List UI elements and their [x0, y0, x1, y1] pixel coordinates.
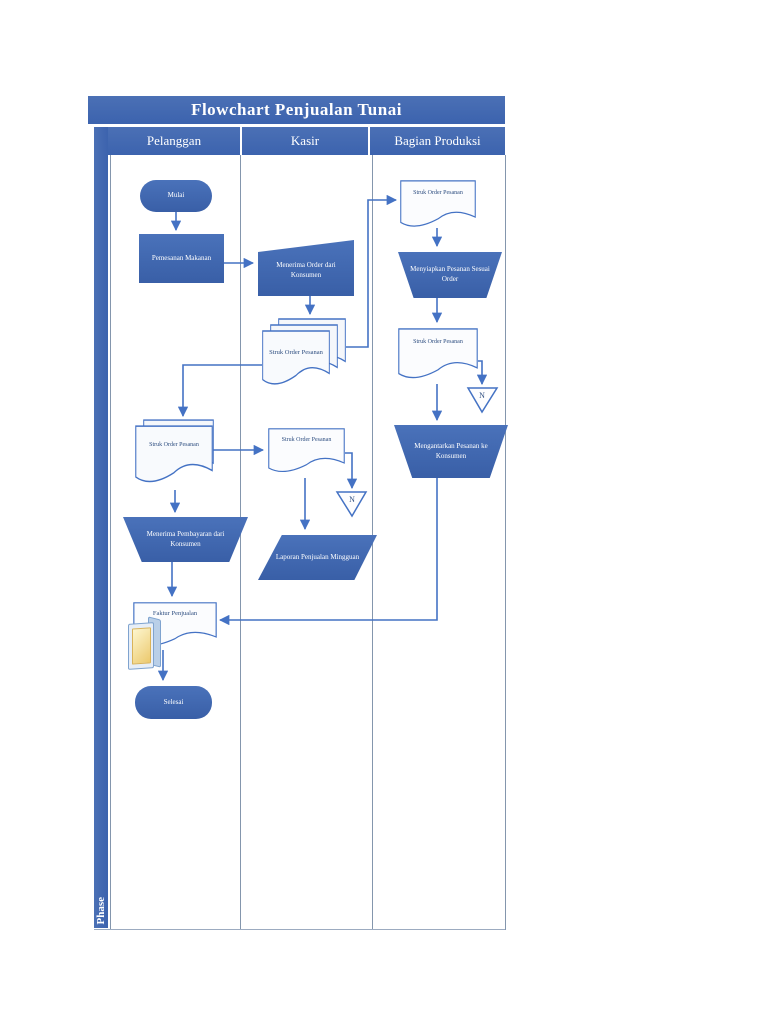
manual-input-menerima-order: Menerima Order dari Konsumen	[258, 240, 354, 296]
menerima-order-label: Menerima Order dari Konsumen	[276, 261, 336, 279]
process-pemesanan-label: Pemesanan Makanan	[151, 253, 212, 262]
archive-triangle-produksi	[466, 387, 499, 414]
menerima-pembayaran-label: Menerima Pembayaran dari Konsumen	[146, 529, 225, 548]
phase-strip: Phase	[94, 127, 108, 928]
terminator-selesai: Selesai	[135, 686, 212, 719]
lane-header-pelanggan: Pelanggan	[108, 127, 240, 155]
document-struk-produksi-in	[400, 180, 476, 227]
io-laporan-penjualan: Laporan Penjualan Mingguan	[258, 535, 377, 580]
terminator-selesai-label: Selesai	[163, 697, 184, 706]
lane-header-bagian-produksi: Bagian Produksi	[370, 127, 505, 155]
invoice-book-icon	[127, 616, 163, 671]
document-struk-kasir	[262, 330, 330, 385]
archive-n-kasir-label: N	[349, 495, 355, 504]
connector-strukkasir2-arsip-n	[345, 452, 358, 490]
document-struk-kasir-2	[268, 428, 345, 473]
mengantarkan-label: Mengantarkan Pesanan ke Konsumen	[414, 441, 488, 460]
lane-border-bottom	[94, 929, 505, 930]
invoice-book-icon-cover	[128, 622, 154, 670]
terminator-mulai: Mulai	[140, 180, 212, 212]
archive-n-produksi-label: N	[479, 391, 485, 400]
invoice-book-icon-pages	[132, 627, 151, 665]
connector-struk2-arsip-n	[476, 360, 488, 386]
lane-border-right	[505, 155, 506, 930]
laporan-label: Laporan Penjualan Mingguan	[275, 552, 360, 561]
document-struk-pelanggan	[135, 425, 213, 483]
diagram-title: Flowchart Penjualan Tunai	[88, 96, 505, 124]
lane-border-left	[110, 155, 111, 930]
process-pemesanan-makanan: Pemesanan Makanan	[139, 234, 224, 283]
phase-label: Phase	[95, 896, 107, 925]
manual-op-mengantarkan-pesanan: Mengantarkan Pesanan ke Konsumen	[394, 425, 508, 478]
lane-border-pelanggan-kasir	[240, 155, 241, 930]
lane-header-kasir: Kasir	[242, 127, 368, 155]
terminator-mulai-label: Mulai	[167, 191, 185, 200]
archive-triangle-kasir	[335, 491, 368, 518]
connector-struk-kasir-pelanggan	[177, 364, 262, 418]
manual-op-menerima-pembayaran: Menerima Pembayaran dari Konsumen	[123, 517, 248, 562]
document-struk-produksi-out	[398, 328, 478, 379]
menyiapkan-label: Menyiapkan Pesanan Sesuai Order	[410, 265, 490, 283]
manual-op-menyiapkan-pesanan: Menyiapkan Pesanan Sesuai Order	[398, 252, 502, 298]
